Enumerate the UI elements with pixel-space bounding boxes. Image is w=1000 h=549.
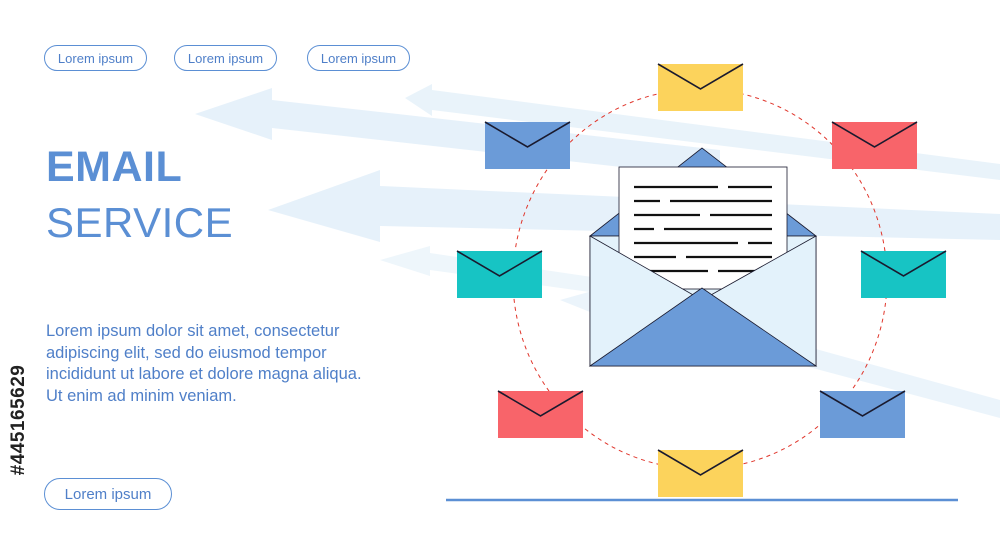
top-button-2[interactable]: Lorem ipsum (174, 45, 277, 71)
envelope-icon (657, 63, 744, 111)
envelope-icon (860, 250, 947, 298)
page-subtitle: SERVICE (46, 199, 234, 246)
envelope-icon (831, 121, 918, 169)
open-envelope-letter-icon (588, 147, 818, 367)
description-text: Lorem ipsum dolor sit amet, consectetur … (46, 322, 362, 405)
top-button-1[interactable]: Lorem ipsum (44, 45, 147, 71)
envelope-icon (657, 449, 744, 497)
envelope-icon (456, 250, 543, 298)
envelope-icon (819, 390, 906, 438)
top-button-3[interactable]: Lorem ipsum (307, 45, 410, 71)
page-title: EMAIL (46, 143, 183, 191)
envelope-icon (497, 390, 584, 438)
cta-button[interactable]: Lorem ipsum (44, 478, 172, 510)
envelope-icon (484, 121, 571, 169)
